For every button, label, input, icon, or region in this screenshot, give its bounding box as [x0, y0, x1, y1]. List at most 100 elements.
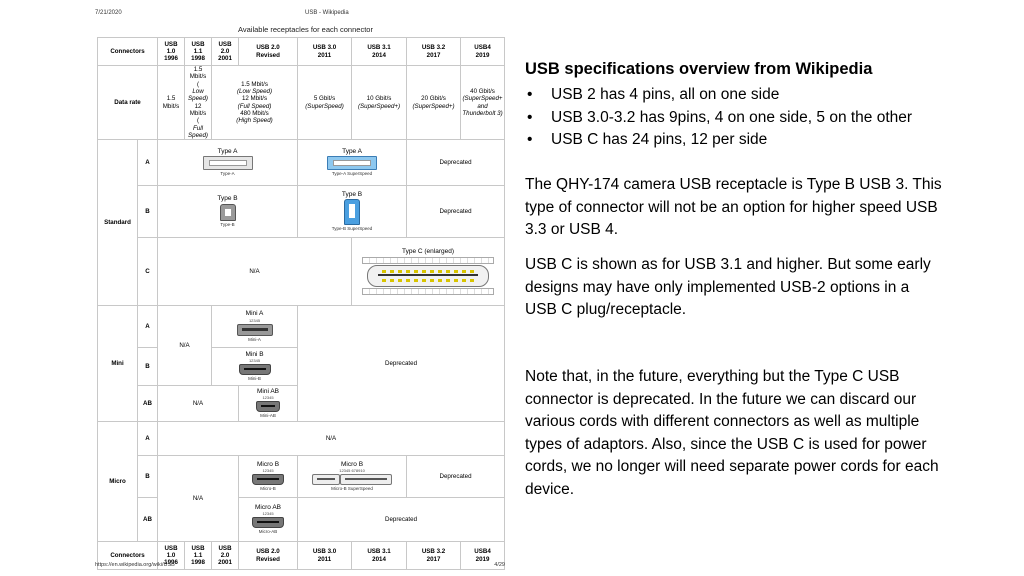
standard-a-deprecated: Deprecated [406, 139, 506, 187]
print-title: USB - Wikipedia [305, 10, 349, 16]
header-connectors: Connectors [96, 37, 159, 66]
standard-b-label: B [136, 185, 159, 239]
mini-deprecated: Deprecated [297, 305, 506, 423]
standard-b-row: B Type B Type-B Type B Type-B SuperSpeed… [98, 185, 506, 239]
mini-ab-na: N/A [157, 385, 240, 423]
standard-b-type-b-ss-cell: Type B Type-B SuperSpeed [297, 185, 408, 239]
rate-usb32: 20 Gbit/s(SuperSpeed+) [406, 64, 462, 141]
type-c-receptacle-icon [367, 264, 490, 287]
standard-c-na: N/A [157, 237, 353, 307]
mini-ab-receptacle-icon [256, 401, 281, 413]
type-b-superspeed-receptacle-icon [344, 199, 361, 226]
mini-a-cell: Mini A 12345 Mini-A [211, 305, 299, 349]
standard-c-row: C N/A Type C (enlarged) [98, 237, 506, 307]
print-date: 7/21/2020 [95, 10, 122, 16]
mini-b-row: B Mini B 12345 Mini-B [98, 347, 505, 387]
type-a-superspeed-receptacle-icon [327, 156, 378, 171]
micro-b-label: B [136, 455, 159, 499]
list-item: USB 2 has 4 pins, all on one side [527, 84, 991, 107]
notes-paragraph-qhy174: The QHY-174 camera USB receptacle is Typ… [525, 176, 942, 239]
table-caption: Available receptacles for each connector [238, 25, 373, 34]
type-b-receptacle-icon [219, 203, 236, 221]
standard-label: Standard [97, 139, 138, 307]
micro-b-receptacle-icon [252, 474, 285, 486]
micro-na: N/A [157, 455, 240, 543]
micro-ab-label: AB [136, 497, 159, 543]
standard-c-type-c-cell: Type C (enlarged) [351, 237, 506, 307]
notes-paragraph-usb-c: USB C is shown as for USB 3.1 and higher… [525, 256, 931, 319]
standard-a-type-a-ss-cell: Type A Type-A SuperSpeed [297, 139, 408, 187]
micro-ab-row: AB Micro AB 12345 Micro-AB Deprecated [98, 497, 506, 543]
mini-a-connector: Mini A 12345 Mini-A [236, 310, 273, 342]
footer-connectors: Connectors [96, 541, 159, 571]
micro-a-na: N/A [157, 421, 506, 457]
mini-ab-label: AB [136, 385, 159, 423]
notes-heading: USB specifications overview from Wikiped… [525, 60, 873, 78]
list-item: USB C has 24 pins, 12 per side [527, 129, 991, 152]
micro-a-row: Micro A N/A [97, 421, 506, 543]
mini-na: N/A [157, 305, 213, 387]
rate-usb31: 10 Gbit/s(SuperSpeed+) [351, 64, 408, 141]
type-b-connector: Type B Type-B [217, 195, 238, 227]
notes-paragraph-future: Note that, in the future, everything but… [525, 368, 939, 498]
mini-a-receptacle-icon [236, 323, 273, 336]
mini-b-receptacle-icon [238, 364, 271, 376]
type-b-superspeed-connector: Type B Type-B SuperSpeed [331, 190, 373, 232]
standard-a-row: Standard A Type A Type-A Type A Type-A S… [97, 139, 506, 307]
list-item: USB 3.0-3.2 has 9pins, 4 on one side, 5 … [527, 107, 991, 130]
standard-b-deprecated: Deprecated [406, 185, 506, 239]
micro-a-label: A [136, 421, 159, 457]
type-a-superspeed-connector: Type A Type-A SuperSpeed [327, 148, 378, 177]
micro-b-superspeed-half-icon [340, 474, 393, 486]
print-page-number: 4/29 [494, 562, 505, 568]
standard-c-label: C [136, 237, 159, 307]
mini-b-label: B [136, 347, 159, 387]
micro-b-usb2-half-icon [312, 474, 341, 486]
mini-b-connector: Mini B 12345 Mini-B [238, 351, 271, 382]
data-rate-label: Data rate [96, 64, 159, 141]
mini-ab-cell: Mini AB 12345 Mini-AB [238, 385, 299, 423]
notes-bullet-list: USB 2 has 4 pins, all on one side USB 3.… [525, 84, 991, 152]
micro-ab-cell: Micro AB 12345 Micro-AB [238, 497, 299, 543]
micro-ab-receptacle-icon [252, 517, 285, 529]
mini-a-row: Mini A N/A Mini A 12345 Mini-A Deprecate… [97, 305, 506, 423]
type-c-top-pin-labels [362, 256, 495, 264]
mini-label: Mini [97, 305, 138, 423]
standard-b-type-b-cell: Type B Type-B [157, 185, 299, 239]
type-c-connector: Type C (enlarged) [362, 248, 495, 295]
type-c-bottom-pin-labels [362, 287, 495, 295]
micro-b-connector: Micro B 12345 Micro-B [252, 461, 285, 492]
micro-label: Micro [97, 421, 138, 543]
standard-a-type-a-cell: Type A Type-A [157, 139, 299, 187]
print-url: https://en.wikipedia.org/wiki/USB [95, 562, 175, 568]
mini-b-cell: Mini B 12345 Mini-B [211, 347, 299, 387]
micro-b-cell: Micro B 12345 Micro-B [238, 455, 299, 499]
mini-a-label: A [136, 305, 159, 349]
rate-usb20: 1.5 Mbit/s(Low Speed) 12 Mbit/s(Full Spe… [211, 64, 299, 141]
micro-b-superspeed-connector: Micro B 12345 678910 Micro-B SuperSpeed [312, 461, 393, 492]
micro-b-ss-cell: Micro B 12345 678910 Micro-B SuperSpeed [297, 455, 408, 499]
rate-usb30: 5 Gbit/s(SuperSpeed) [297, 64, 353, 141]
micro-b-deprecated: Deprecated [406, 455, 506, 499]
